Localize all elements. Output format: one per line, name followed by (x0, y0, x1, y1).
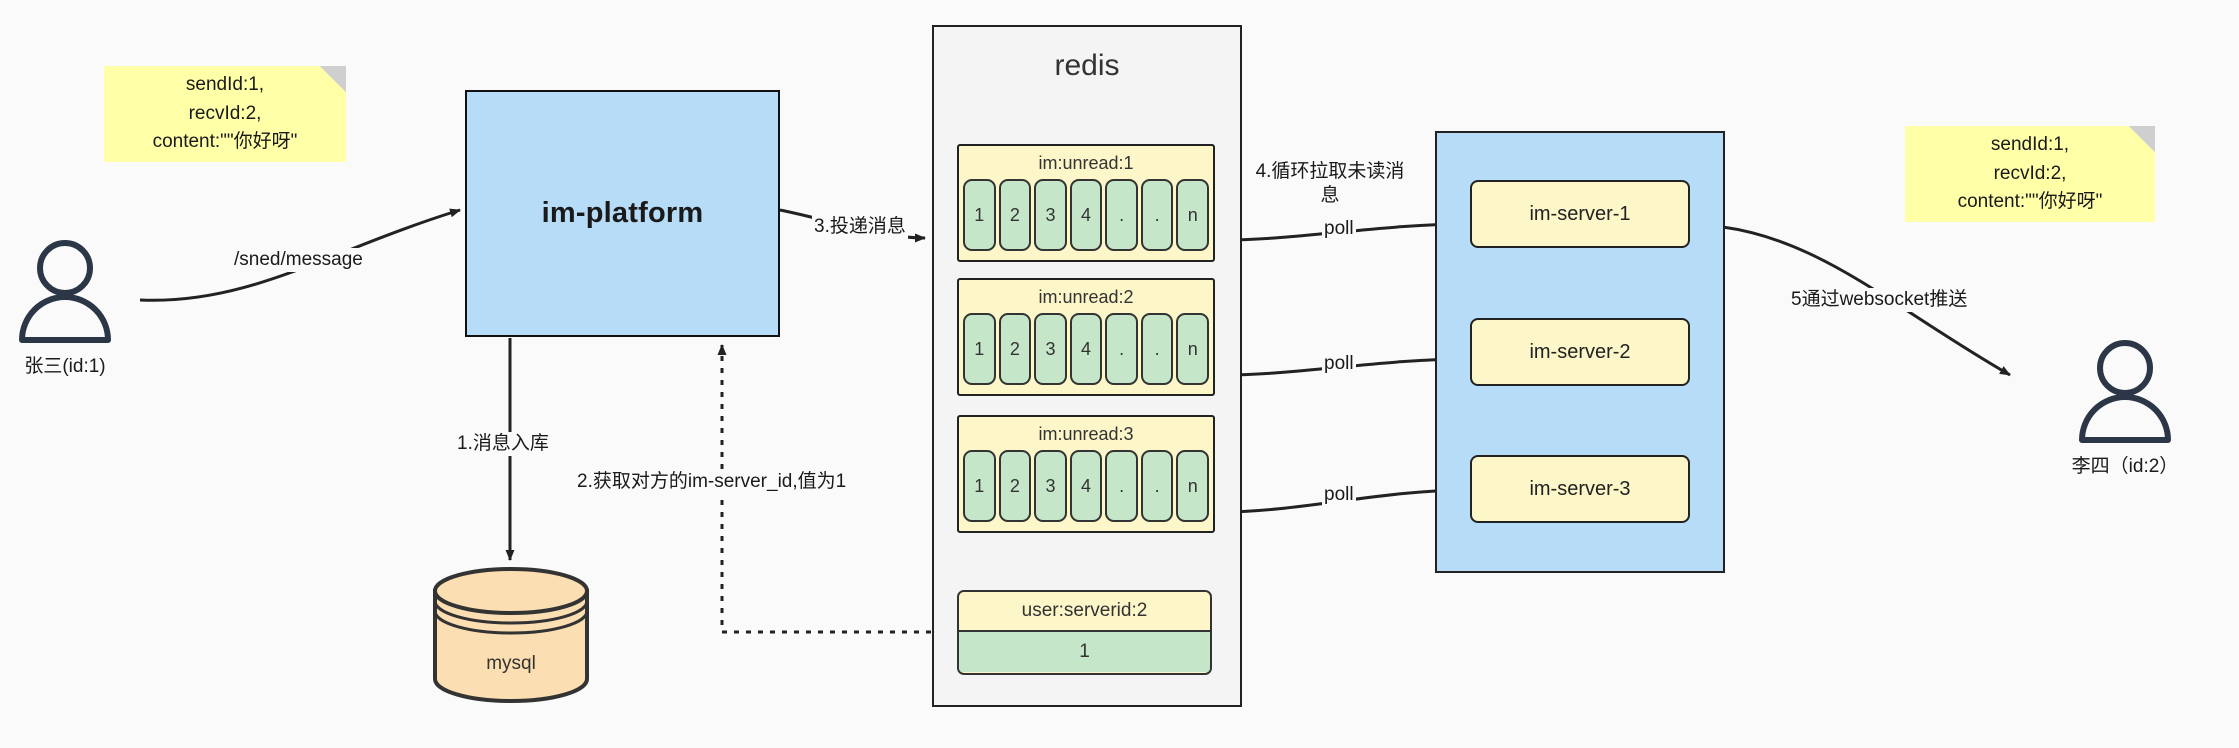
user-icon (2079, 340, 2171, 443)
queue-cell: . (1105, 313, 1138, 385)
queue-cell: . (1140, 179, 1174, 251)
queue-cell: 4 (1069, 450, 1103, 522)
queue-cell: 2 (998, 450, 1032, 522)
queue-cell: n (1176, 450, 1210, 522)
im-server-2[interactable]: im-server-2 (1470, 318, 1690, 386)
database-cylinder-icon (433, 567, 589, 703)
redis-queue-1-cells: 1 2 3 4 . . n (959, 179, 1213, 255)
note-fold-corner (320, 66, 346, 92)
edge-label-poll-1: poll (1322, 217, 1356, 241)
actor-sender: 张三(id:1) (10, 240, 120, 378)
redis-queue-2-cells: 1 2 3 4 . . n (959, 313, 1213, 389)
redis-queue-2-key: im:unread:2 (1038, 287, 1134, 307)
edge-label-step2: 2.获取对方的im-server_id,值为1 (575, 470, 849, 494)
mysql-database[interactable]: mysql (430, 565, 592, 705)
edge-label-poll-3: poll (1322, 483, 1356, 507)
edge-label-poll-2: poll (1322, 352, 1356, 376)
queue-cell: 4 (1069, 179, 1103, 251)
queue-cell: 3 (1034, 450, 1067, 522)
sticky-note-request-text: sendId:1, recvId:2, content:""你好呀" (152, 74, 298, 153)
edge-label-step5: 5通过websocket推送 (1789, 288, 1970, 312)
sticky-note-delivered: sendId:1, recvId:2, content:""你好呀" (1905, 126, 2155, 222)
redis-queue-3[interactable]: im:unread:3 1 2 3 4 . . n (957, 415, 1215, 533)
sticky-note-delivered-text: sendId:1, recvId:2, content:""你好呀" (1957, 134, 2103, 213)
queue-cell: . (1105, 450, 1138, 522)
queue-cell: 3 (1034, 313, 1067, 385)
actor-sender-label: 张三(id:1) (24, 356, 106, 377)
user-icon (19, 240, 111, 343)
queue-cell: . (1140, 450, 1174, 522)
queue-cell: n (1176, 179, 1210, 251)
actor-receiver-label: 李四（id:2） (2071, 456, 2179, 477)
redis-kv-value: 1 (959, 630, 1210, 672)
queue-cell: n (1176, 313, 1210, 385)
sticky-note-request: sendId:1, recvId:2, content:""你好呀" (104, 66, 346, 162)
redis-queue-2[interactable]: im:unread:2 1 2 3 4 . . n (957, 278, 1215, 396)
im-platform-box[interactable]: im-platform (465, 90, 780, 337)
mysql-label: mysql (486, 653, 536, 674)
edge-label-step1: 1.消息入库 (455, 432, 551, 456)
queue-cell: 4 (1069, 313, 1103, 385)
queue-cell: 1 (963, 179, 996, 251)
queue-cell: . (1105, 179, 1138, 251)
redis-queue-1[interactable]: im:unread:1 1 2 3 4 . . n (957, 144, 1215, 262)
actor-receiver: 李四（id:2） (2070, 340, 2180, 478)
edge-label-send-message: /sned/message (232, 248, 365, 272)
redis-queue-3-cells: 1 2 3 4 . . n (959, 450, 1213, 526)
redis-queue-1-key: im:unread:1 (1038, 153, 1134, 173)
im-server-1[interactable]: im-server-1 (1470, 180, 1690, 248)
edge-label-step3: 3.投递消息 (812, 215, 908, 239)
queue-cell: 1 (963, 450, 996, 522)
redis-title: redis (1054, 49, 1120, 82)
redis-queue-3-key: im:unread:3 (1038, 424, 1134, 444)
queue-cell: 2 (998, 313, 1032, 385)
queue-cell: . (1140, 313, 1174, 385)
queue-cell: 3 (1034, 179, 1067, 251)
im-server-3[interactable]: im-server-3 (1470, 455, 1690, 523)
redis-user-serverid-entry[interactable]: user:serverid:2 1 (957, 590, 1212, 675)
redis-kv-key: user:serverid:2 (959, 592, 1210, 630)
note-fold-corner (2129, 126, 2155, 152)
queue-cell: 1 (963, 313, 996, 385)
edge-label-step4: 4.循环拉取未读消息 (1253, 160, 1407, 208)
queue-cell: 2 (998, 179, 1032, 251)
